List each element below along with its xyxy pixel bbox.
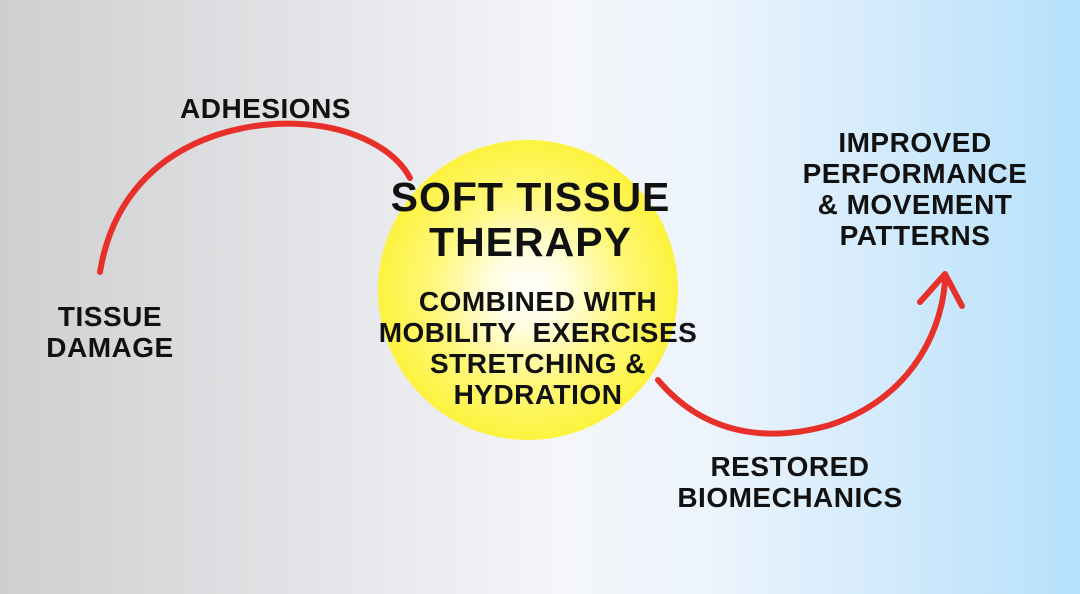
center-description-line-3: STRETCHING & [430, 348, 646, 379]
arrowhead-icon [917, 271, 965, 309]
node-adhesions: ADHESIONS [163, 93, 368, 124]
node-improved-line-4: PATTERNS [839, 220, 991, 251]
node-restored-line-1: RESTORED [710, 451, 870, 482]
node-improved-line-2: PERFORMANCE [802, 158, 1028, 189]
node-restored-line-2: BIOMECHANICS [677, 482, 903, 513]
node-improved-line-1: IMPROVED [838, 127, 992, 158]
center-description-line-1: COMBINED WITH [418, 286, 658, 317]
center-title-line-2: THERAPY [429, 219, 632, 265]
arrow-damage-to-adhesions [97, 120, 413, 275]
center-description: COMBINED WITH MOBILITY EXERCISES STRETCH… [338, 286, 738, 410]
node-tissue-damage-line-2: DAMAGE [46, 332, 174, 363]
therapy-circle [378, 140, 678, 440]
node-restored-biomechanics: RESTORED BIOMECHANICS [650, 451, 930, 513]
node-adhesions-line: ADHESIONS [180, 93, 351, 124]
center-title-line-1: SOFT TISSUE [390, 174, 671, 220]
node-improved-performance: IMPROVED PERFORMANCE & MOVEMENT PATTERNS [770, 127, 1060, 251]
center-description-line-4: HYDRATION [453, 379, 623, 410]
node-improved-line-3: & MOVEMENT [817, 189, 1013, 220]
node-tissue-damage: TISSUE DAMAGE [30, 301, 190, 363]
center-description-line-2: MOBILITY EXERCISES [378, 317, 698, 348]
center-title: SOFT TISSUE THERAPY [358, 175, 703, 265]
arrow-therapy-to-improved [655, 279, 948, 437]
node-tissue-damage-line-1: TISSUE [57, 301, 163, 332]
